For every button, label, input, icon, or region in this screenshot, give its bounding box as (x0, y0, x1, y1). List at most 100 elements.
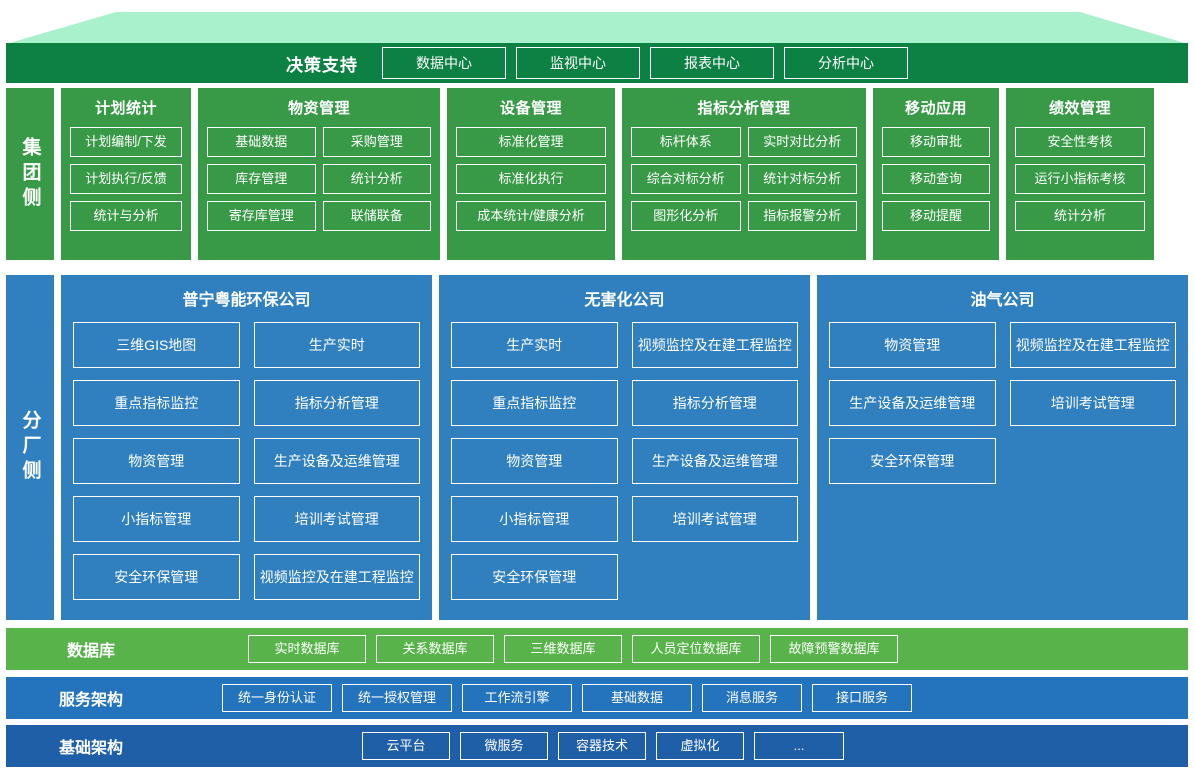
decision-support-bar: 决策支持 数据中心 监视中心 报表中心 分析中心 (6, 43, 1188, 83)
company-item[interactable]: 小指标管理 (451, 496, 618, 542)
module-item[interactable]: 实时对比分析 (747, 127, 857, 157)
decision-chip-data-center[interactable]: 数据中心 (382, 47, 506, 79)
module-item[interactable]: 统计对标分析 (747, 164, 857, 194)
service-item[interactable]: 消息服务 (702, 684, 802, 712)
database-layer-bar: 数据库 实时数据库 关系数据库 三维数据库 人员定位数据库 故障预警数据库 (6, 628, 1188, 670)
top-trapezoid-decoration (0, 0, 1194, 44)
company-item[interactable]: 培训考试管理 (253, 496, 420, 542)
decision-chip-analysis-center[interactable]: 分析中心 (784, 47, 908, 79)
module-kpi-analysis-management: 指标分析管理 标杆体系 实时对比分析 综合对标分析 统计对标分析 图形化分析 指… (622, 88, 866, 260)
module-items: 标准化管理 标准化执行 成本统计/健康分析 (456, 127, 606, 250)
module-item[interactable]: 统计与分析 (70, 201, 182, 231)
module-title: 物资管理 (287, 100, 350, 117)
module-item[interactable]: 标准化执行 (456, 164, 606, 194)
module-title: 指标分析管理 (697, 100, 791, 117)
module-mobile-application: 移动应用 移动审批 移动查询 移动提醒 (873, 88, 999, 260)
plant-side-band: 分厂侧 普宁粤能环保公司 三维GIS地图 生产实时 重点指标监控 指标分析管理 … (6, 275, 1188, 620)
database-item[interactable]: 实时数据库 (248, 635, 366, 663)
company-item[interactable]: 生产实时 (451, 322, 618, 368)
module-item[interactable]: 计划编制/下发 (70, 127, 182, 157)
module-item[interactable]: 库存管理 (207, 164, 316, 194)
company-items: 三维GIS地图 生产实时 重点指标监控 指标分析管理 物资管理 生产设备及运维管… (73, 322, 420, 600)
module-items: 基础数据 采购管理 库存管理 统计分析 寄存库管理 联储联备 (207, 127, 431, 250)
company-item[interactable]: 安全环保管理 (73, 554, 240, 600)
module-item[interactable]: 基础数据 (207, 127, 316, 157)
database-layer-items: 实时数据库 关系数据库 三维数据库 人员定位数据库 故障预警数据库 (248, 635, 898, 663)
company-item[interactable]: 安全环保管理 (829, 438, 996, 484)
company-item[interactable]: 培训考试管理 (1009, 380, 1176, 426)
module-item[interactable]: 图形化分析 (631, 201, 741, 231)
service-item[interactable]: 基础数据 (582, 684, 692, 712)
service-item[interactable]: 统一授权管理 (342, 684, 452, 712)
database-item[interactable]: 关系数据库 (376, 635, 494, 663)
module-item[interactable]: 综合对标分析 (631, 164, 741, 194)
company-item[interactable]: 指标分析管理 (631, 380, 798, 426)
company-card-oil-gas: 油气公司 物资管理 视频监控及在建工程监控 生产设备及运维管理 培训考试管理 安… (817, 275, 1188, 620)
infrastructure-layer-items: 云平台 微服务 容器技术 虚拟化 ... (362, 732, 844, 760)
module-item[interactable]: 移动查询 (882, 164, 990, 194)
company-item[interactable]: 小指标管理 (73, 496, 240, 542)
company-item[interactable]: 生产设备及运维管理 (631, 438, 798, 484)
module-item[interactable]: 移动提醒 (882, 201, 990, 231)
service-item[interactable]: 统一身份认证 (222, 684, 332, 712)
company-item[interactable]: 物资管理 (73, 438, 240, 484)
module-item[interactable]: 联储联备 (322, 201, 431, 231)
module-title: 移动应用 (904, 100, 967, 117)
company-card-wuhaihua: 无害化公司 生产实时 视频监控及在建工程监控 重点指标监控 指标分析管理 物资管… (439, 275, 810, 620)
plant-side-label: 分厂侧 (6, 275, 54, 620)
decision-support-title: 决策支持 (286, 55, 358, 75)
infrastructure-item[interactable]: 云平台 (362, 732, 450, 760)
company-item[interactable]: 视频监控及在建工程监控 (253, 554, 420, 600)
company-item[interactable]: 指标分析管理 (253, 380, 420, 426)
infrastructure-item[interactable]: 微服务 (460, 732, 548, 760)
database-item[interactable]: 人员定位数据库 (632, 635, 760, 663)
service-item[interactable]: 接口服务 (812, 684, 912, 712)
module-title: 计划统计 (94, 100, 157, 117)
company-items: 物资管理 视频监控及在建工程监控 生产设备及运维管理 培训考试管理 安全环保管理 (829, 322, 1176, 484)
company-item[interactable]: 三维GIS地图 (73, 322, 240, 368)
infrastructure-item[interactable]: 容器技术 (558, 732, 646, 760)
group-side-band: 集团侧 计划统计 计划编制/下发 计划执行/反馈 统计与分析 物资管理 基础数据… (6, 88, 1188, 260)
module-item[interactable]: 统计分析 (1015, 201, 1145, 231)
company-title: 无害化公司 (584, 292, 665, 309)
company-item[interactable]: 重点指标监控 (451, 380, 618, 426)
database-item[interactable]: 故障预警数据库 (770, 635, 898, 663)
infrastructure-item[interactable]: 虚拟化 (656, 732, 744, 760)
company-item[interactable]: 培训考试管理 (631, 496, 798, 542)
module-items: 计划编制/下发 计划执行/反馈 统计与分析 (70, 127, 182, 250)
service-item[interactable]: 工作流引擎 (462, 684, 572, 712)
decision-chip-monitor-center[interactable]: 监视中心 (516, 47, 640, 79)
module-title: 绩效管理 (1048, 100, 1111, 117)
module-item[interactable]: 计划执行/反馈 (70, 164, 182, 194)
company-item[interactable]: 生产设备及运维管理 (253, 438, 420, 484)
module-item[interactable]: 指标报警分析 (747, 201, 857, 231)
module-plan-statistics: 计划统计 计划编制/下发 计划执行/反馈 统计与分析 (61, 88, 191, 260)
module-item[interactable]: 寄存库管理 (207, 201, 316, 231)
infrastructure-item-more[interactable]: ... (754, 732, 844, 760)
module-item[interactable]: 安全性考核 (1015, 127, 1145, 157)
company-item[interactable]: 安全环保管理 (451, 554, 618, 600)
company-item[interactable]: 重点指标监控 (73, 380, 240, 426)
company-item[interactable]: 生产设备及运维管理 (829, 380, 996, 426)
module-item[interactable]: 移动审批 (882, 127, 990, 157)
module-item[interactable]: 标杆体系 (631, 127, 741, 157)
company-item[interactable]: 物资管理 (829, 322, 996, 368)
company-item[interactable]: 生产实时 (253, 322, 420, 368)
module-item[interactable]: 运行小指标考核 (1015, 164, 1145, 194)
decision-chip-report-center[interactable]: 报表中心 (650, 47, 774, 79)
module-item[interactable]: 标准化管理 (456, 127, 606, 157)
company-item[interactable]: 视频监控及在建工程监控 (631, 322, 798, 368)
module-item[interactable]: 成本统计/健康分析 (456, 201, 606, 231)
group-modules-container: 计划统计 计划编制/下发 计划执行/反馈 统计与分析 物资管理 基础数据 采购管… (61, 88, 1188, 260)
module-items: 安全性考核 运行小指标考核 统计分析 (1015, 127, 1145, 250)
module-item[interactable]: 采购管理 (322, 127, 431, 157)
module-performance-management: 绩效管理 安全性考核 运行小指标考核 统计分析 (1006, 88, 1154, 260)
database-item[interactable]: 三维数据库 (504, 635, 622, 663)
module-items: 移动审批 移动查询 移动提醒 (882, 127, 990, 250)
service-layer-title: 服务架构 (58, 692, 123, 709)
module-item[interactable]: 统计分析 (322, 164, 431, 194)
company-item[interactable]: 物资管理 (451, 438, 618, 484)
module-title: 设备管理 (499, 100, 562, 117)
company-item[interactable]: 视频监控及在建工程监控 (1009, 322, 1176, 368)
